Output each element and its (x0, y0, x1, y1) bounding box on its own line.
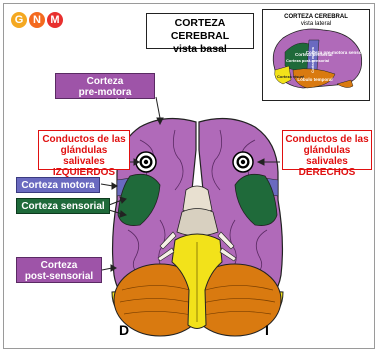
label-left-glands: Conductos de las glándulas salivales IZQ… (38, 130, 130, 170)
label-right-glands-line1: Conductos de las (283, 134, 371, 145)
mammillary-region (177, 209, 218, 237)
label-premotor: Corteza pre-motora sensorial (55, 73, 155, 99)
label-postsensory-line2: post-sensorial (17, 271, 101, 282)
inset-label-premotor: Corteza pre-motora sensorial (306, 50, 369, 55)
lateral-view-inset: CORTEZA CEREBRAL vista lateral Corteza s… (262, 9, 370, 101)
label-right-glands-line2: glándulas salivales (283, 145, 371, 167)
inset-label-temporal: Lóbulo temporal (297, 77, 332, 82)
side-label-left: D (119, 322, 129, 338)
label-right-glands-line3: DERECHOS (283, 167, 371, 178)
label-left-glands-line2: glándulas salivales (39, 145, 129, 167)
side-label-right: I (265, 322, 269, 338)
label-right-glands: Conductos de las glándulas salivales DER… (282, 130, 372, 170)
label-motor: Corteza motora (16, 177, 100, 193)
label-premotor-line1: Corteza (56, 76, 154, 87)
label-postsensory-line1: Corteza (17, 260, 101, 271)
lateral-brain: Corteza sensorial Corteza pre-motora sen… (263, 10, 369, 100)
label-postsensory: Corteza post-sensorial (16, 257, 102, 283)
right-target (233, 152, 253, 172)
label-premotor-line2: pre-motora sensorial (56, 87, 154, 109)
inset-label-motor: Corteza motora (311, 47, 315, 73)
inset-label-postsensory: Corteza post-sensorial (286, 58, 329, 63)
label-sensory: Corteza sensorial (16, 198, 110, 214)
label-left-glands-line1: Conductos de las (39, 134, 129, 145)
